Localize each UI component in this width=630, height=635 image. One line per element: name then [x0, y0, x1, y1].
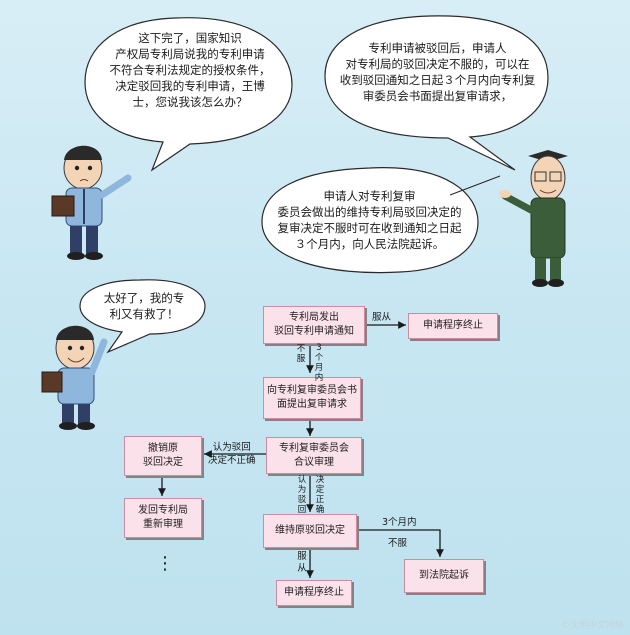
bubble-line: 收到驳回通知之日起３个月内向专利复 — [339, 73, 536, 87]
label-line: 认为驳回 — [212, 442, 251, 453]
box-line: 驳回决定 — [143, 457, 183, 468]
continuation-dots: ⋮ — [156, 553, 174, 574]
bubble-line: 委员会做出的维持专利局驳回决定的 — [277, 205, 462, 219]
flow-box-reexamination-request: 向专利复审委员会书 面提出复审请求 — [263, 377, 361, 419]
box-line: 重新审理 — [143, 519, 183, 530]
box-line: 到法院起诉 — [419, 570, 469, 581]
bubble-line: 申请人对专利复审 — [323, 189, 416, 203]
box-line: 合议审理 — [294, 456, 334, 468]
box-line: 专利局发出 — [289, 312, 339, 323]
bubble-doctor-mid-shape — [261, 167, 479, 274]
label-disagree-1: 不服 — [296, 344, 306, 364]
bubble-engineer-happy: 太好了，我的专 利又有救了！ — [85, 290, 203, 322]
box-line: 维持原驳回决定 — [275, 525, 345, 536]
box-line: 驳回专利申请通知 — [274, 326, 354, 337]
box-line: 发回专利局 — [138, 505, 188, 516]
bubble-line: 审委员会书面提出复审请求， — [362, 89, 513, 103]
box-line: 撤销原 — [148, 443, 178, 454]
box-line: 面提出复审请求 — [277, 399, 347, 410]
label-rejection-correct-a: 认为驳回 — [297, 475, 307, 515]
label-rejection-correct-b: 决定正确 — [315, 475, 325, 515]
flow-box-return-for-review: 发回专利局 重新审理 — [124, 498, 202, 538]
label-line: 决定不正确 — [208, 455, 256, 466]
bubble-doctor-top: 专利申请被驳回后，申请人 对专利局的驳回决定不服的，可以在 收到驳回通知之日起３… — [330, 40, 545, 104]
flow-box-procedure-terminated-2: 申请程序终止 — [276, 580, 352, 606]
arrow-b7-b9 — [356, 529, 444, 557]
flow-box-procedure-terminated-1: 申请程序终止 — [408, 313, 498, 339]
flow-box-sue-in-court: 到法院起诉 — [404, 559, 484, 593]
bubble-line: ３个月内，向人民法院起诉。 — [294, 237, 445, 251]
label-disagree-2: 不服 — [388, 538, 408, 549]
box-line: 申请程序终止 — [284, 587, 344, 598]
flow-box-uphold-rejection: 维持原驳回决定 — [263, 514, 357, 548]
bubble-happy-shape — [79, 279, 206, 354]
label-comply-1: 服从 — [372, 312, 392, 323]
box-line: 向专利复审委员会书 — [267, 385, 357, 396]
flow-box-collegial-review: 专利复审委员会 合议审理 — [266, 437, 362, 474]
bubble-line: 利又有救了！ — [109, 307, 179, 321]
bubble-line: 产权局专利局说我的专利申请 — [115, 47, 265, 61]
bubble-line: 士，您说我该怎么办？ — [132, 95, 248, 109]
bubble-line: 太好了，我的专 — [103, 291, 185, 305]
bubble-line: 专利申请被驳回后，申请人 — [368, 41, 507, 55]
bubble-line: 这下完了，国家知识 — [138, 31, 242, 45]
watermark: ©文明中文网络 — [560, 621, 624, 631]
flow-box-rejection-notice: 专利局发出 驳回专利申请通知 — [263, 306, 365, 344]
bubble-engineer: 这下完了，国家知识 产权局专利局说我的专利申请 不符合专利法规定的授权条件， 决… — [95, 30, 285, 110]
bubble-line: 决定驳回我的专利申请，王博 — [115, 79, 265, 93]
bubble-line: 复审决定不服时可在收到通知之日起 — [277, 221, 462, 235]
label-rejection-incorrect: 认为驳回 决定不正确 — [208, 441, 256, 467]
bubble-engineer-shape — [84, 17, 293, 172]
label-three-months-2: 3个月内 — [382, 517, 417, 528]
flow-box-revoke-rejection: 撤销原 驳回决定 — [124, 436, 202, 476]
label-three-months-1: 3个月内 — [314, 343, 324, 383]
box-line: 专利复审委员会 — [279, 442, 349, 454]
bubble-line: 对专利局的驳回决定不服的，可以在 — [345, 57, 530, 71]
bubble-doctor-mid: 申请人对专利复审 委员会做出的维持专利局驳回决定的 复审决定不服时可在收到通知之… — [262, 188, 477, 252]
bubble-doctor-top-shape — [324, 15, 549, 171]
bubble-line: 不符合专利法规定的授权条件， — [109, 63, 271, 77]
label-comply-2: 服从 — [297, 551, 307, 574]
box-line: 申请程序终止 — [423, 320, 483, 331]
